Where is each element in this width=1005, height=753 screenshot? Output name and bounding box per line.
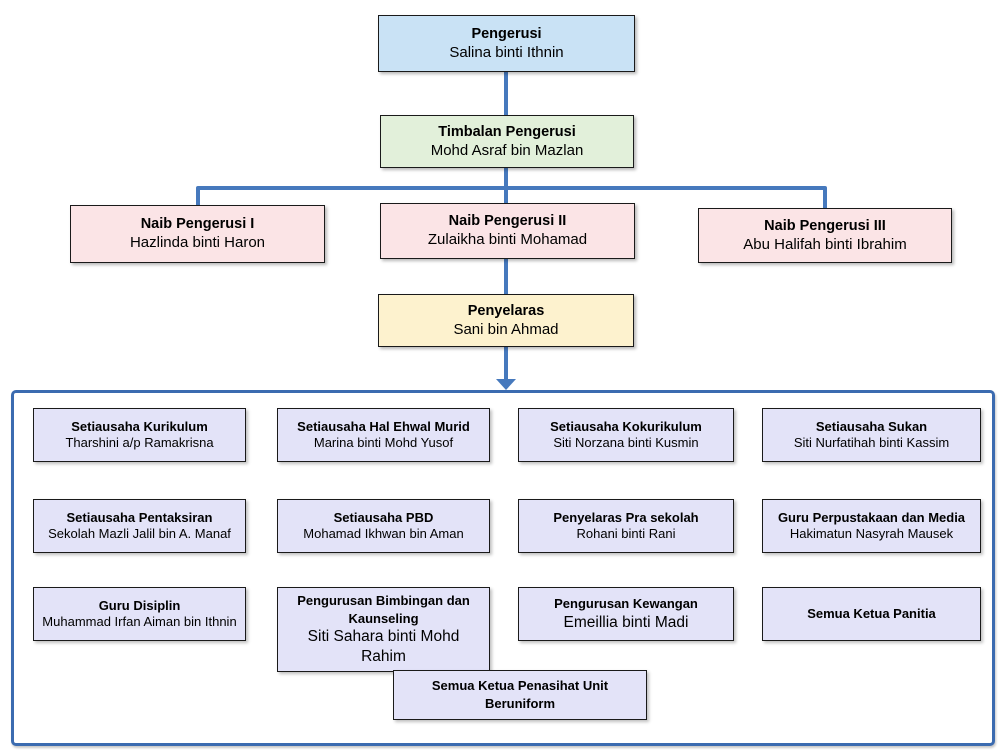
role-title: Setiausaha Hal Ehwal Murid (297, 418, 470, 434)
box-setiausaha-pbd: Setiausaha PBD Mohamad Ikhwan bin Aman (277, 499, 490, 553)
box-setiausaha-hal-ehwal-murid: Setiausaha Hal Ehwal Murid Marina binti … (277, 408, 490, 462)
connector-penyelaras-panel (504, 347, 508, 379)
connector-stub-naib1 (196, 188, 200, 205)
role-title: Penyelaras (467, 302, 545, 319)
box-naib-pengerusi-1: Naib Pengerusi I Hazlinda binti Haron (70, 205, 325, 263)
box-pengurusan-kewangan: Pengurusan Kewangan Emeillia binti Madi (518, 587, 734, 641)
person-name: Zulaikha binti Mohamad (427, 231, 588, 249)
role-title: Pengurusan Kewangan (554, 596, 698, 612)
box-naib-pengerusi-2: Naib Pengerusi II Zulaikha binti Mohamad (380, 203, 635, 259)
person-name: Muhammad Irfan Aiman bin Ithnin (42, 614, 237, 630)
role-title: Semua Ketua Panitia (807, 606, 936, 622)
role-title: Guru Disiplin (98, 597, 181, 613)
person-name: Abu Halifah binti Ibrahim (743, 235, 907, 253)
role-title: Naib Pengerusi III (764, 217, 886, 234)
role-title: Setiausaha Pentaksiran (66, 509, 213, 525)
connector-pengerusi-timbalan (504, 72, 508, 115)
person-name: Siti Nurfatihah binti Kassim (793, 435, 950, 451)
person-name: Siti Norzana binti Kusmin (553, 435, 699, 451)
role-title: Naib Pengerusi I (140, 216, 255, 233)
person-name: Sani bin Ahmad (453, 320, 559, 338)
role-title: Setiausaha PBD (333, 509, 434, 525)
person-name: Marina binti Mohd Yusof (313, 435, 454, 451)
role-title: Setiausaha Kurikulum (71, 418, 208, 434)
person-name: Tharshini a/p Ramakrisna (65, 435, 214, 451)
box-naib-pengerusi-3: Naib Pengerusi III Abu Halifah binti Ibr… (698, 208, 952, 263)
box-penyelaras: Penyelaras Sani bin Ahmad (378, 294, 634, 347)
box-pengurusan-bimbingan-dan-kaunseling: Pengurusan Bimbingan dan Kaunseling Siti… (277, 587, 490, 673)
person-name: Hakimatun Nasyrah Mausek (789, 526, 954, 542)
box-guru-perpustakaan-dan-media: Guru Perpustakaan dan Media Hakimatun Na… (762, 499, 981, 553)
box-semua-ketua-penasihat-unit-beruniform: Semua Ketua Penasihat Unit Beruniform (393, 670, 647, 720)
box-pengerusi: Pengerusi Salina binti Ithnin (378, 15, 635, 72)
committee-members-panel: Setiausaha Kurikulum Tharshini a/p Ramak… (11, 390, 995, 746)
person-name: Rohani binti Rani (576, 526, 676, 542)
person-name: Mohd Asraf bin Mazlan (430, 141, 584, 159)
role-title: Pengurusan Bimbingan dan Kaunseling (297, 593, 470, 626)
connector-horizontal (196, 186, 827, 190)
person-name: Hazlinda binti Haron (129, 234, 266, 252)
box-timbalan-pengerusi: Timbalan Pengerusi Mohd Asraf bin Mazlan (380, 115, 634, 168)
arrow-down-icon (496, 379, 516, 390)
connector-stub-naib3 (823, 188, 827, 208)
person-name: Sekolah Mazli Jalil bin A. Manaf (48, 526, 231, 542)
role-title: Setiausaha Kokurikulum (550, 418, 702, 434)
role-title: Guru Perpustakaan dan Media (777, 509, 966, 525)
person-name: Siti Sahara binti Mohd Rahim (307, 628, 460, 666)
role-title: Timbalan Pengerusi (438, 123, 576, 140)
box-penyelaras-pra-sekolah: Penyelaras Pra sekolah Rohani binti Rani (518, 499, 734, 553)
box-guru-disiplin: Guru Disiplin Muhammad Irfan Aiman bin I… (33, 587, 246, 641)
box-setiausaha-sukan: Setiausaha Sukan Siti Nurfatihah binti K… (762, 408, 981, 462)
person-name: Mohamad Ikhwan bin Aman (303, 526, 464, 542)
box-setiausaha-kokurikulum: Setiausaha Kokurikulum Siti Norzana bint… (518, 408, 734, 462)
role-title: Semua Ketua Penasihat Unit Beruniform (431, 678, 609, 711)
role-title: Naib Pengerusi II (448, 213, 567, 230)
box-setiausaha-kurikulum: Setiausaha Kurikulum Tharshini a/p Ramak… (33, 408, 246, 462)
box-semua-ketua-panitia: Semua Ketua Panitia (762, 587, 981, 641)
role-title: Pengerusi (471, 25, 542, 42)
connector-timbalan-down (504, 168, 508, 186)
connector-naib2-penyelaras (504, 259, 508, 294)
person-name: Salina binti Ithnin (449, 43, 564, 61)
role-title: Penyelaras Pra sekolah (553, 509, 699, 525)
role-title: Setiausaha Sukan (815, 418, 928, 434)
person-name: Emeillia binti Madi (563, 613, 689, 631)
connector-stub-naib2 (504, 188, 508, 203)
box-setiausaha-pentaksiran: Setiausaha Pentaksiran Sekolah Mazli Jal… (33, 499, 246, 553)
